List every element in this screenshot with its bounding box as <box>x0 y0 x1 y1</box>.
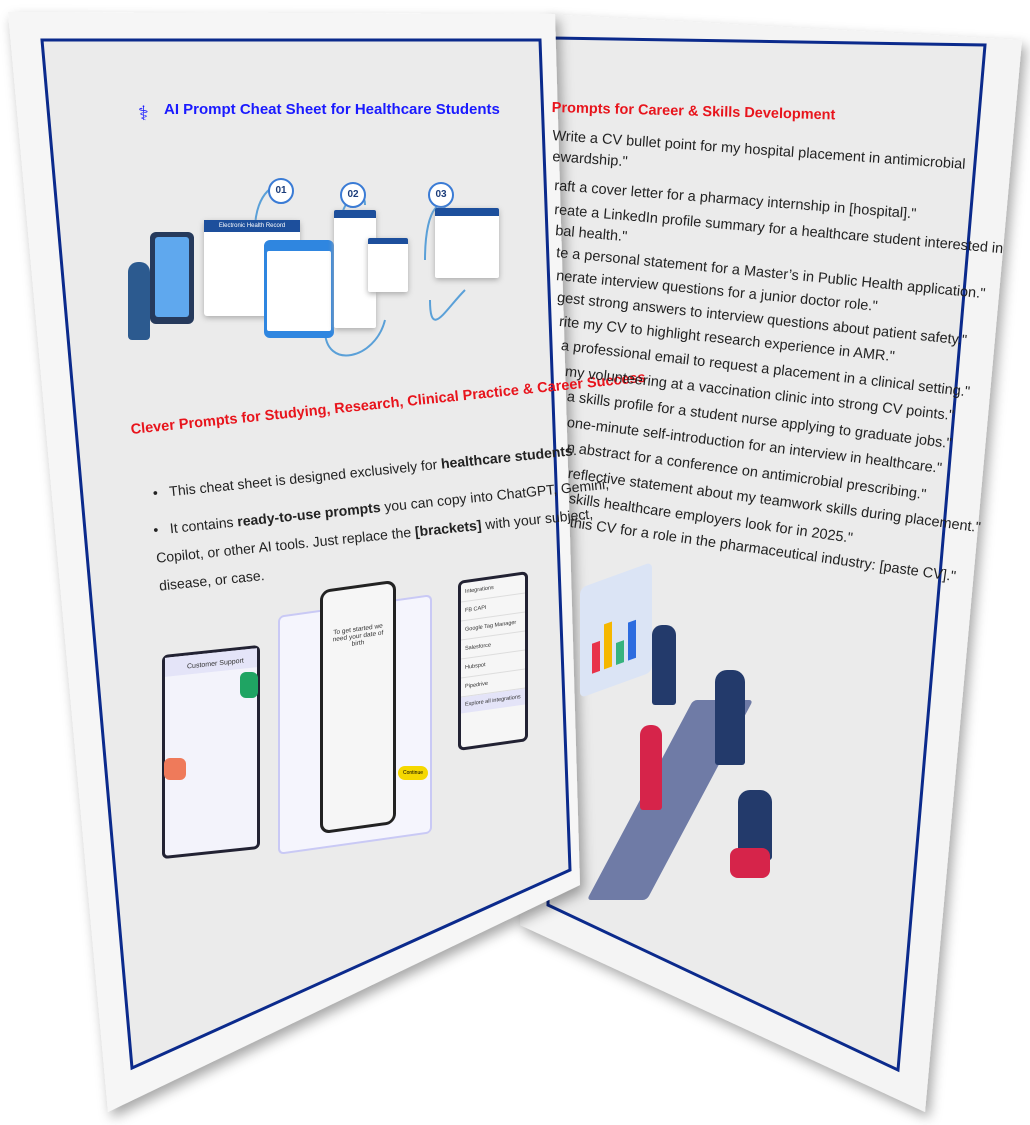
person-figure <box>640 725 662 810</box>
phone: To get started we need your date of birt… <box>320 579 396 835</box>
record-card <box>264 240 334 338</box>
step-badge: 01 <box>268 178 294 204</box>
continue-button: Continue <box>398 766 428 780</box>
phone-prompt: To get started we need your date of birt… <box>332 622 384 648</box>
page-title: AI Prompt Cheat Sheet for Healthcare Stu… <box>164 101 500 118</box>
ehr-card-title: Electronic Health Record <box>204 220 300 232</box>
right-page <box>520 14 1022 1112</box>
step-badge: 02 <box>340 182 366 208</box>
chair <box>730 848 770 878</box>
record-card <box>435 208 499 278</box>
tablet <box>150 232 194 324</box>
person-figure <box>128 262 150 340</box>
stethoscope-icon: ⚕ <box>138 103 149 125</box>
integrations-panel: Integrations FB CAPI Google Tag Manager … <box>458 571 528 751</box>
record-card <box>368 238 408 292</box>
person-figure <box>652 625 676 705</box>
step-badge: 03 <box>428 182 454 208</box>
person-figure <box>715 670 745 765</box>
mail-icon <box>164 758 186 780</box>
sheets-icon <box>240 672 258 698</box>
